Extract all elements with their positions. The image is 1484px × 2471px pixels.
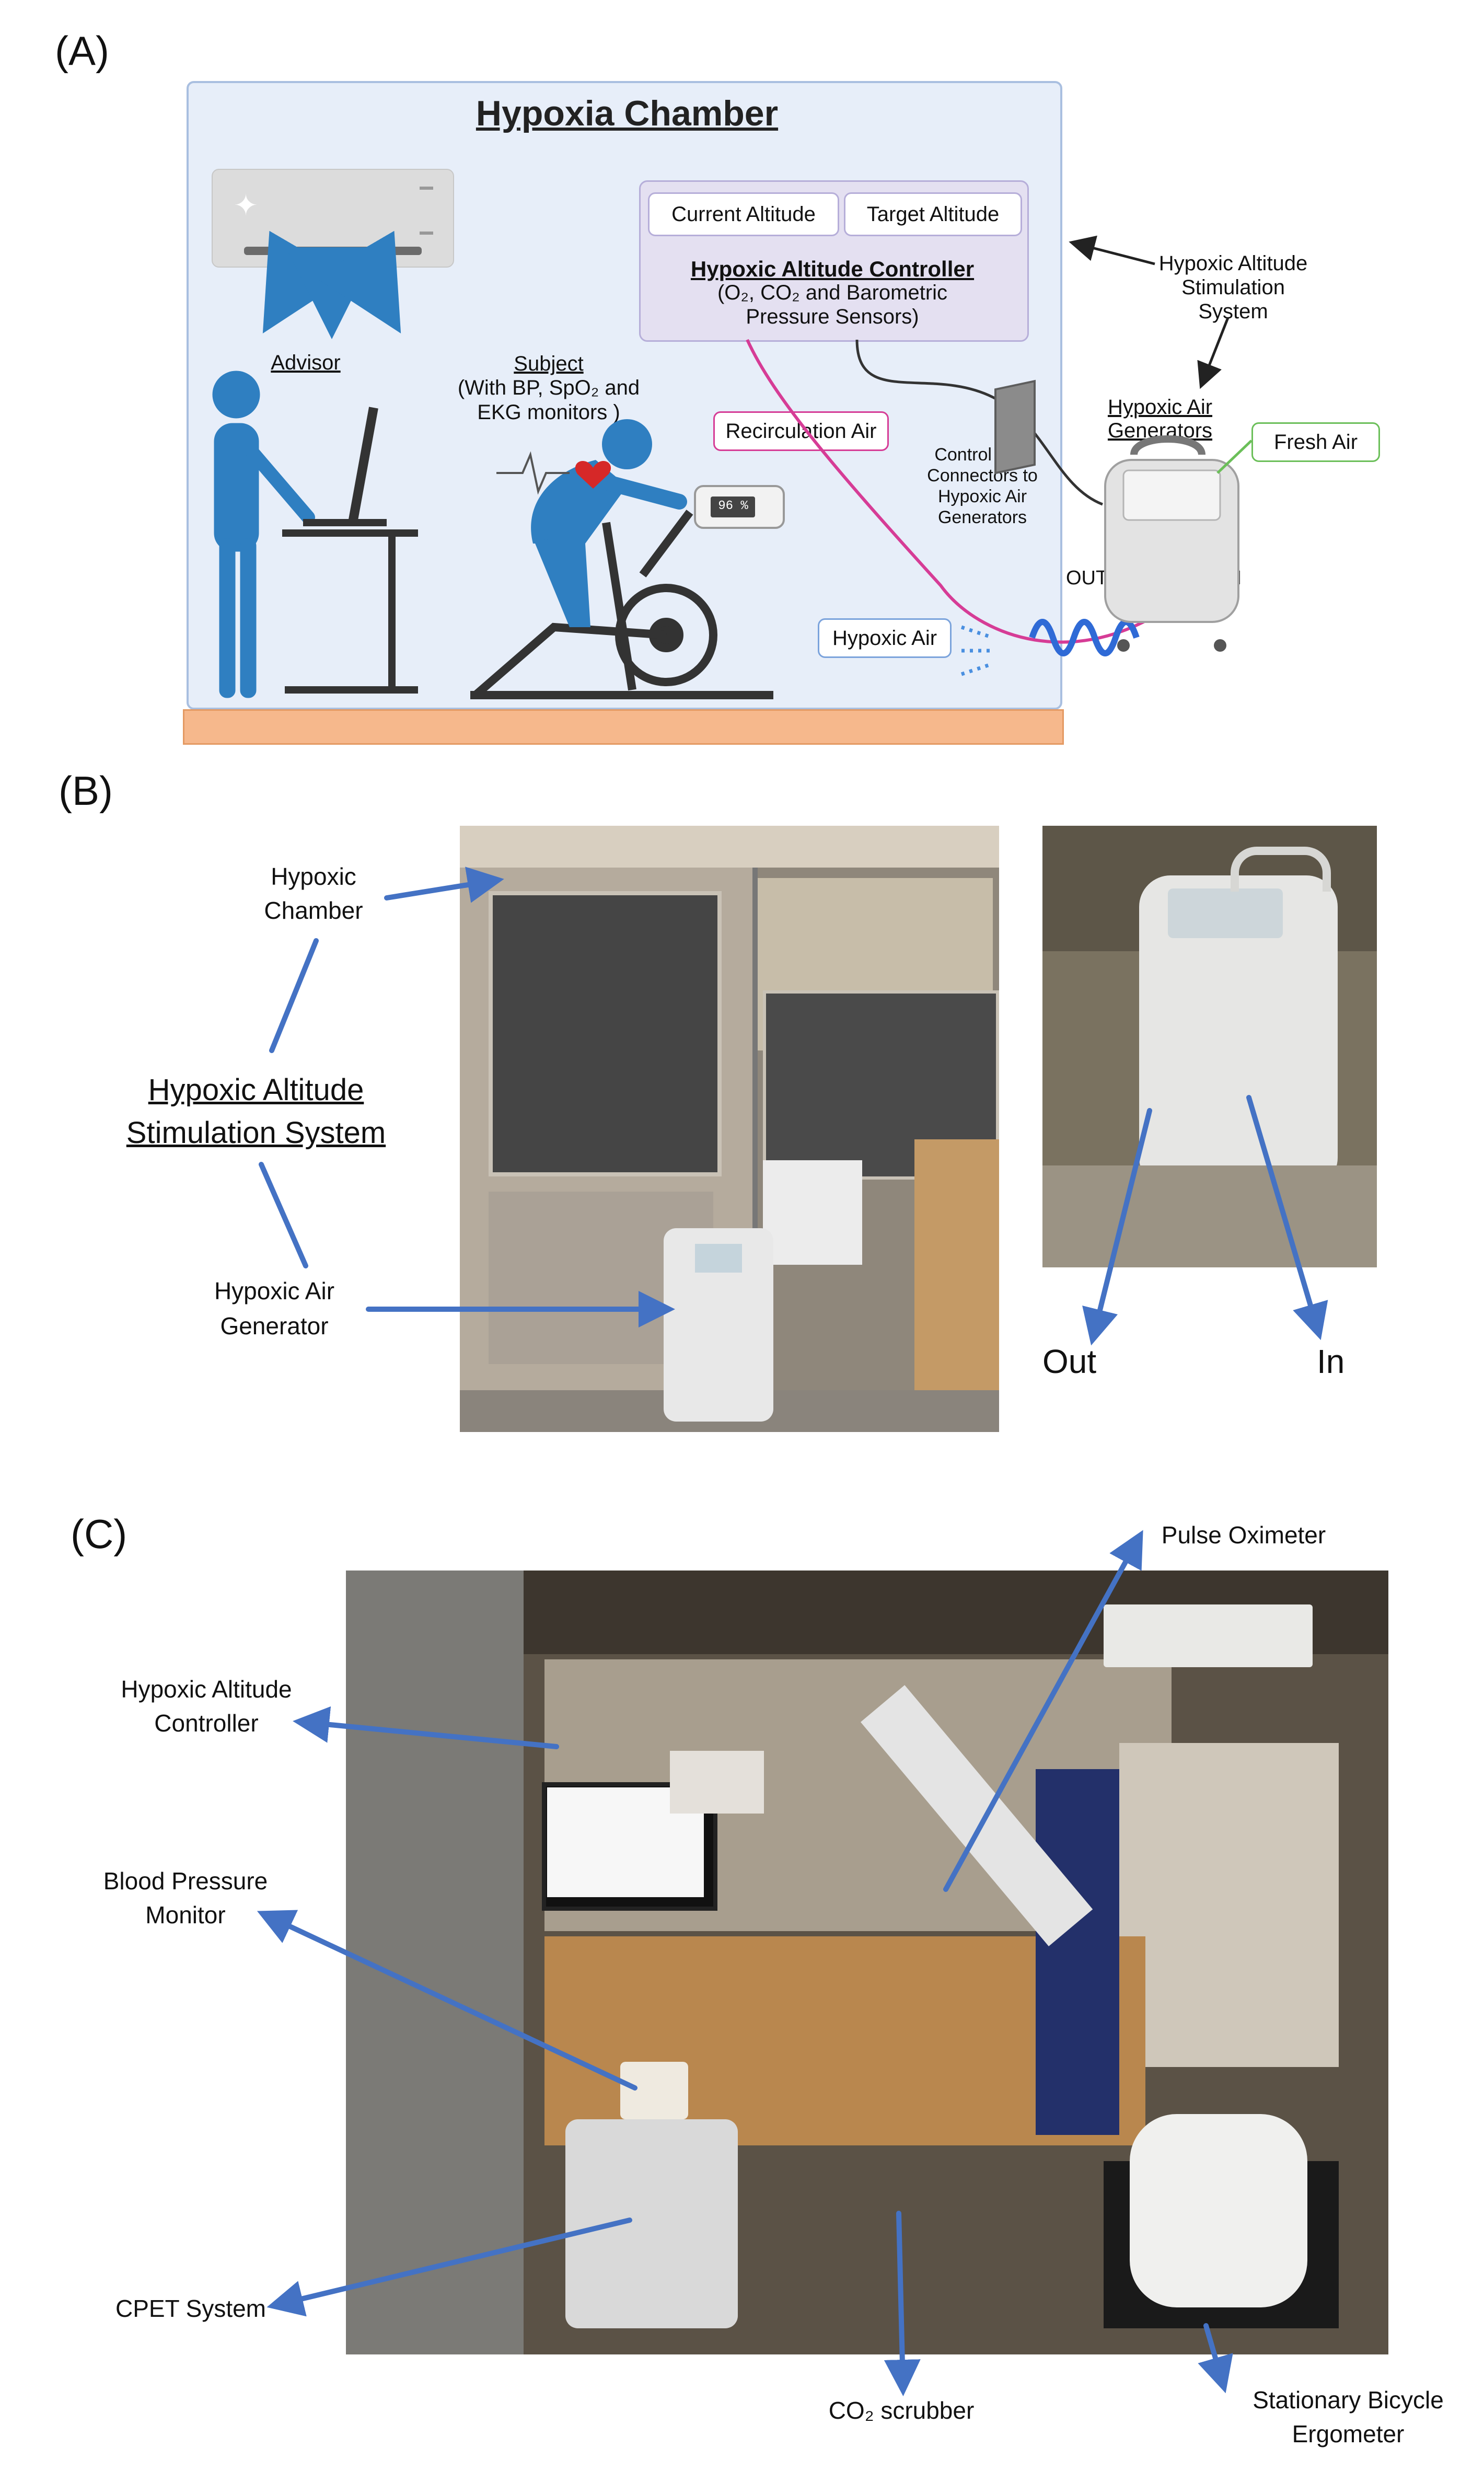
chamber-photo [460,826,999,1432]
control-line-3: Hypoxic Air [937,487,1027,506]
controller-label-1: Hypoxic Altitude [121,1676,292,1703]
generator-in-label: IN [1222,567,1242,589]
system-label-2: Stimulation System [126,1116,386,1150]
lab-photo [346,1571,1388,2354]
stimulation-system-1: Hypoxic Altitude [1158,252,1308,275]
advisor-label: Advisor [271,351,341,374]
fresh-air-line [1216,440,1253,474]
ergometer-label-1: Stationary Bicycle [1253,2386,1444,2414]
system-label-1: Hypoxic Altitude [148,1073,364,1107]
ergometer-label-2: Ergometer [1292,2420,1405,2447]
chamber-floor [183,709,1064,745]
pulse-oximeter-label: Pulse Oximeter [1161,1521,1326,1549]
generator-photo [1042,826,1377,1267]
control-line-1: Control Line [934,445,1030,465]
controller-label-2: Controller [154,1710,259,1737]
generators-label-1: Hypoxic Air [1107,396,1213,419]
out-label: Out [1042,1343,1097,1380]
controller-title: Hypoxic Altitude Controller [690,257,975,281]
air-generator-drawing [1104,435,1239,652]
controller-detail-1: (O₂, CO₂ and Barometric [717,281,948,304]
air-conditioner: ✦ [212,169,454,268]
line-system-to-generator [259,1162,308,1268]
hypoxic-chamber-label-1: Hypoxic [271,863,356,890]
arrow-to-generators [1197,317,1230,389]
bp-label-1: Blood Pressure [103,1867,268,1895]
panel-a-letter: (A) [55,28,109,74]
panel-b-letter: (B) [59,768,113,814]
current-altitude-box: Current Altitude [648,192,839,236]
line-chamber-to-system [269,938,319,1053]
chamber-title: Hypoxia Chamber [476,94,779,133]
cpet-label: CPET System [115,2295,266,2322]
bp-label-2: Monitor [145,1901,226,1929]
panel-c-letter: (C) [71,1511,127,1557]
generators-label-2: Generators [1107,419,1213,442]
subject-detail-2: EKG monitors ) [477,401,620,424]
control-line-4: Generators [937,507,1027,527]
stimulation-system-2: Stimulation [1181,276,1285,299]
subject-label: Subject [514,352,584,375]
recirculation-air-box: Recirculation Air [713,411,889,451]
generator-label-1: Hypoxic Air [214,1277,335,1304]
fresh-air-box: Fresh Air [1251,422,1380,462]
hypoxic-chamber-label-2: Chamber [264,897,363,924]
generator-out-label: OUT [1066,567,1108,589]
co2-scrubber-label: CO₂ scrubber [828,2397,975,2424]
control-line-2: Connectors to [927,466,1038,486]
oximeter-display: 96 % [718,499,748,513]
generator-label-2: Generator [220,1312,329,1340]
stimulation-system-3: System [1198,300,1268,323]
subject-detail-1: (With BP, SpO₂ and [457,376,640,399]
controller-detail-2: Pressure Sensors) [746,305,919,328]
target-altitude-box: Target Altitude [844,192,1022,236]
in-label: In [1317,1343,1345,1380]
hypoxic-air-box: Hypoxic Air [818,618,952,658]
